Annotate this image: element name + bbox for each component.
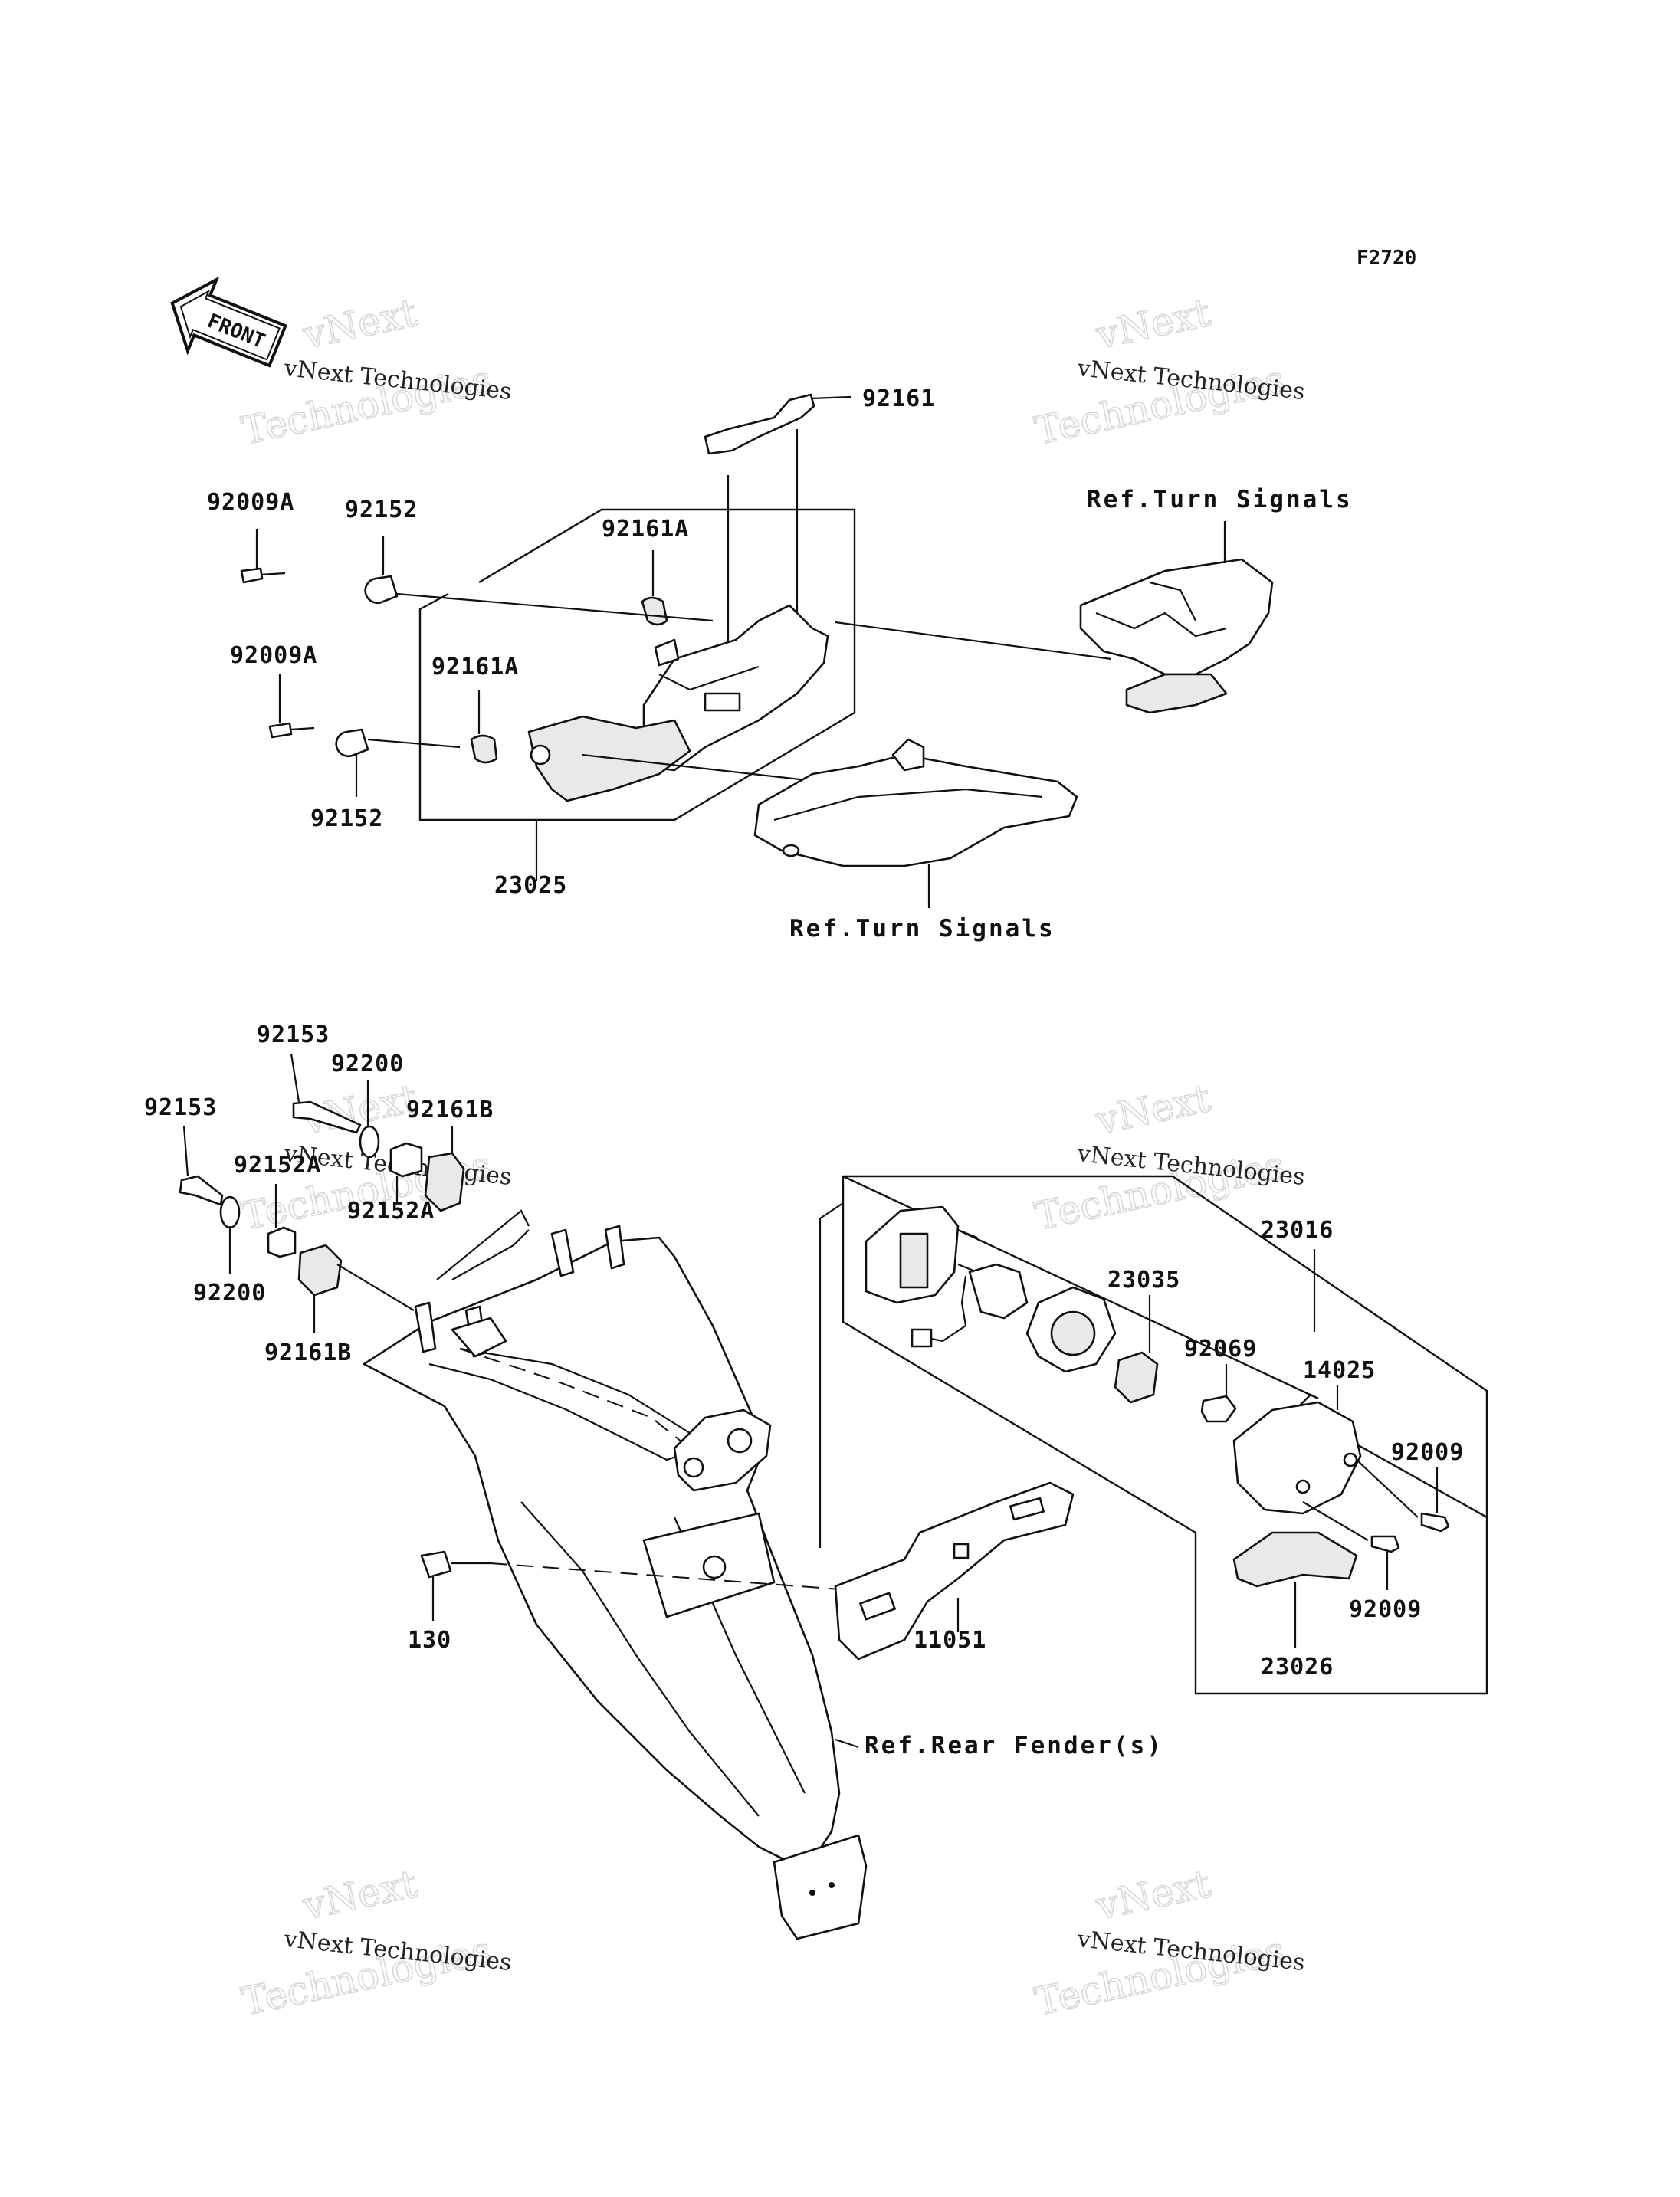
label-92161B-1: 92161B	[406, 1097, 494, 1123]
turn-signal-bottom	[753, 753, 1078, 867]
watermark-brand: vNext	[298, 290, 421, 358]
leader-92153-2	[182, 1126, 189, 1177]
label-92161: 92161	[862, 385, 935, 412]
collar-92152-2	[335, 728, 369, 758]
watermark-brand: vNext	[298, 1861, 421, 1929]
watermark-top-right: vNext Technologies vNext Technologies	[1031, 290, 1307, 454]
fender-tip	[773, 1834, 868, 1940]
watermark-brand: vNext	[1091, 290, 1214, 358]
label-92153-2: 92153	[144, 1094, 217, 1121]
frame-23016-top	[843, 1175, 1488, 1517]
label-92153-1: 92153	[257, 1021, 330, 1048]
bolt-92153-2	[179, 1175, 224, 1206]
front-arrow-icon: FRONT	[170, 276, 288, 368]
label-23025: 23025	[494, 872, 567, 899]
watermark-top-left: vNext Technologies vNext Technologies	[238, 290, 514, 454]
frame-23016-outline	[842, 1175, 1488, 1695]
label-92009-2: 92009	[1349, 1596, 1422, 1623]
label-92152A-2: 92152A	[347, 1198, 435, 1225]
label-92152A-1: 92152A	[234, 1152, 321, 1179]
rear-fender	[363, 1236, 841, 1864]
washer-92200-1	[359, 1125, 380, 1159]
watermark-bottom-right: vNext Technologies vNext Technologies	[1031, 1861, 1307, 2025]
plate-23026	[1232, 1531, 1358, 1588]
label-92161B-2: 92161B	[264, 1340, 352, 1366]
screw-92009-1	[1420, 1512, 1450, 1533]
watermark-bottom-left: vNext Technologies vNext Technologies	[238, 1861, 514, 2025]
watermark-mid-right: vNext Technologies vNext Technologies	[1031, 1075, 1307, 1239]
label-23016: 23016	[1261, 1217, 1334, 1244]
label-92152-2: 92152	[310, 805, 383, 832]
label-92161A-2: 92161A	[431, 654, 519, 680]
turn-signal-right	[1079, 558, 1274, 676]
label-ref-turn-signals-bottom: Ref.Turn Signals	[789, 915, 1055, 943]
washer-92200-2	[219, 1195, 241, 1229]
label-14025: 14025	[1303, 1357, 1376, 1384]
bottom-assembly: 92153 92200 92161B 92153 92152A 92152A 9…	[144, 1021, 1488, 1940]
watermark-brand: vNext	[1091, 1076, 1214, 1143]
collar-92152A-1	[389, 1142, 423, 1178]
top-assembly: 92161 92009A 92152 92161A Ref.Turn Signa…	[207, 385, 1353, 943]
bulb-socket	[968, 1263, 1029, 1320]
cover-hole	[530, 744, 551, 766]
label-92069: 92069	[1184, 1336, 1257, 1362]
label-ref-rear-fender: Ref.Rear Fender(s)	[865, 1732, 1163, 1759]
bolt-130	[420, 1550, 452, 1579]
leader-92153-1	[290, 1053, 300, 1103]
label-92009A-1: 92009A	[207, 489, 294, 516]
label-92152-1: 92152	[345, 497, 418, 523]
leader-92161	[810, 395, 851, 400]
label-23026: 23026	[1261, 1654, 1334, 1681]
grommet-92161A-2	[470, 734, 498, 764]
frame-23025	[418, 508, 856, 821]
label-92009-1: 92009	[1391, 1439, 1464, 1466]
figure-code: F2720	[1357, 247, 1416, 270]
leader-ref-rear-fender	[835, 1738, 859, 1749]
bolt-92009A-2	[268, 722, 293, 739]
collar-92152A-2	[267, 1226, 297, 1258]
lens-14025	[1232, 1401, 1362, 1515]
bulb-92069	[1200, 1395, 1237, 1423]
bolt-92153-1	[292, 1100, 362, 1134]
label-23035: 23035	[1107, 1267, 1180, 1294]
license-bracket	[834, 1481, 1075, 1661]
label-92009A-2: 92009A	[230, 642, 317, 669]
bolt-92009A-1	[240, 567, 264, 584]
cover-slot	[704, 692, 741, 712]
label-92200-1: 92200	[331, 1051, 404, 1077]
label-130: 130	[408, 1627, 451, 1654]
label-ref-turn-signals-right: Ref.Turn Signals	[1087, 486, 1353, 513]
collar-92152-1	[364, 575, 399, 605]
grommet-92161B-2	[297, 1244, 343, 1297]
label-11051: 11051	[914, 1627, 986, 1654]
bulb-23035	[1114, 1351, 1159, 1404]
label-92200-2: 92200	[193, 1280, 266, 1307]
strap-92161	[704, 393, 815, 455]
grommet-92161A-1	[641, 596, 668, 626]
screw-92009-2	[1370, 1535, 1400, 1553]
label-92161A-1: 92161A	[602, 516, 689, 543]
watermark-brand: vNext	[1091, 1861, 1214, 1929]
